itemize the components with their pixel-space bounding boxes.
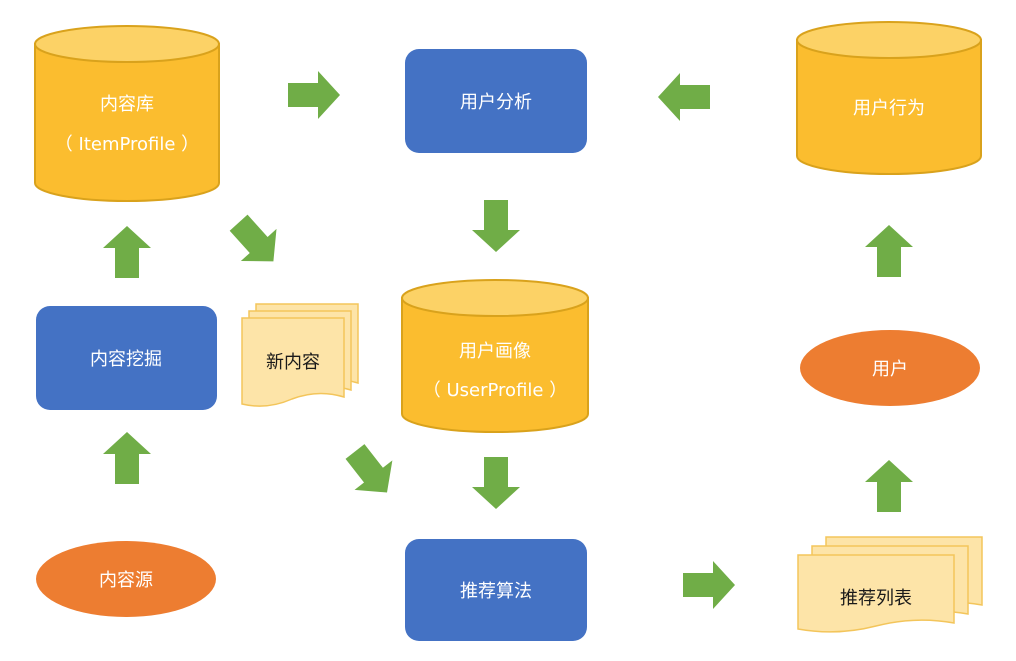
arrow-list-to-user — [865, 460, 913, 512]
arrow-db-to-new-content — [220, 206, 292, 278]
rec-list-label: 推荐列表 — [840, 588, 912, 609]
arrow-behavior-to-analysis — [658, 73, 710, 121]
rec-algorithm-label: 推荐算法 — [460, 581, 532, 602]
user-profile-label: 用户画像 — [459, 341, 531, 362]
arrow-user-to-behavior — [865, 225, 913, 277]
content-db-label: 内容库 — [100, 94, 154, 115]
rec-algorithm-box: 推荐算法 — [405, 539, 587, 641]
arrow-mining-to-db — [103, 226, 151, 278]
arrow-db-to-analysis — [288, 71, 340, 119]
content-mining-label: 内容挖掘 — [90, 349, 162, 370]
arrow-profile-to-algorithm — [472, 457, 520, 509]
user-profile-sublabel: （ UserProfile ） — [423, 380, 567, 401]
arrow-analysis-to-profile — [472, 200, 520, 252]
arrow-source-to-mining — [103, 432, 151, 484]
new-content-document: 新内容 — [241, 303, 359, 407]
user-behavior-label: 用户行为 — [853, 98, 925, 119]
user-label: 用户 — [872, 359, 908, 380]
user-behavior-cylinder: 用户行为 — [796, 21, 982, 175]
user-ellipse: 用户 — [800, 330, 980, 406]
user-analysis-box: 用户分析 — [405, 49, 587, 153]
content-mining-box: 内容挖掘 — [36, 306, 217, 410]
user-analysis-label: 用户分析 — [460, 92, 532, 113]
content-source-label: 内容源 — [99, 570, 153, 591]
content-db-cylinder: 内容库 （ ItemProfile ） — [34, 25, 220, 202]
user-profile-cylinder: 用户画像 （ UserProfile ） — [401, 279, 589, 433]
content-source-ellipse: 内容源 — [36, 541, 216, 617]
new-content-label: 新内容 — [266, 352, 320, 373]
rec-list-document: 推荐列表 — [797, 536, 983, 633]
arrow-algorithm-to-list — [683, 561, 735, 609]
content-db-sublabel: （ ItemProfile ） — [55, 134, 199, 155]
arrow-new-content-to-algorithm — [336, 436, 406, 508]
